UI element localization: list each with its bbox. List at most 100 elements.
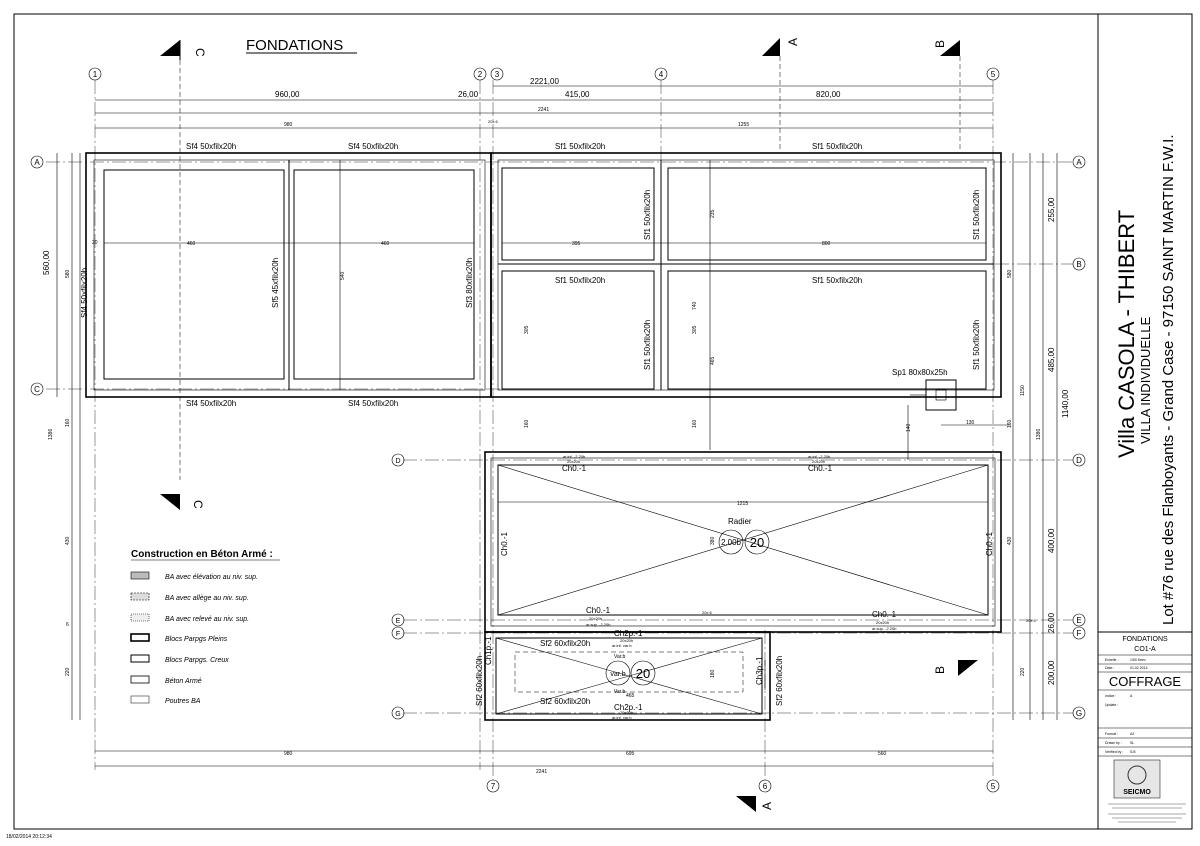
section-a-top-label: A [786, 38, 800, 46]
label-var-num: 20 [636, 666, 650, 681]
grid-col-5-bottom: 5 [991, 782, 996, 791]
label-sf4-bot-2: Sf4 50xfilx20h [348, 399, 398, 408]
format-label: Format : [1105, 732, 1118, 736]
label-ch3p: Ch3p.-1 [755, 656, 764, 685]
dim-right-e-f: 26,00 [1047, 612, 1056, 633]
dim-room-800: 800 [822, 241, 831, 247]
grid-col-4-top: 4 [659, 70, 664, 79]
label-ch0-bot-2: Ch0.-1 [872, 610, 897, 619]
dim-left-small-1: 580 [65, 269, 71, 278]
sheet-border [13, 13, 1193, 830]
grid-row-g-left: G [395, 711, 400, 718]
dim-right-small-1: 580 [1007, 269, 1013, 278]
label-ch0-top-1: Ch0.-1 [562, 464, 587, 473]
legend-item-blocs-pleins: Blocs Parpgs Pleins [130, 633, 228, 643]
company-logo-mark [1127, 765, 1147, 785]
label-sf2-right: Sf2 60xfilx20h [775, 656, 784, 706]
dim-right-small-5: 430 [1007, 536, 1013, 545]
dim-room-160b: 160 [692, 419, 698, 428]
section-c-top-arrow [160, 40, 180, 56]
legend-item-releve: BA avec relevé au niv. sup. [130, 613, 249, 623]
pit-slab [484, 631, 771, 721]
right-dimensions: 255,00 485,00 1140,00 400,00 26,00 200,0… [1007, 153, 1070, 720]
dim-room-305b: 305 [692, 325, 698, 334]
dim-room-235: 235 [710, 209, 716, 218]
footing-labels: Sf4 50xfilx20h Sf4 50xfilx20h Sf1 50xfil… [80, 142, 981, 408]
label-sp1: Sp1 80x80x25h [892, 368, 948, 377]
company-address-lines [1108, 803, 1186, 823]
grid-col-3-top: 3 [495, 70, 500, 79]
legend-item-elevation: BA avec élévation au niv. sup. [130, 571, 258, 581]
scale-label: Echelle : [1105, 658, 1118, 662]
svg-text:BA avec élévation au niv. sup.: BA avec élévation au niv. sup. [165, 574, 258, 581]
grid-row-a-left: A [34, 158, 40, 167]
label-arinf-var-2: ar.inf. var.b [612, 715, 632, 720]
legend-title: Construction en Béton Armé : [131, 549, 273, 560]
label-beam-small-2: 20x20h [812, 459, 825, 464]
dim-bottom-total: 2241 [536, 769, 547, 775]
dim-right-f-g: 200,00 [1047, 660, 1056, 685]
label-beam-small-6: 20x20h [620, 710, 633, 715]
dim-top-4: 820,00 [816, 90, 841, 99]
dim-right-small-4: 160 [1007, 419, 1013, 428]
verified-value: S.B [1130, 750, 1136, 754]
dim-right-b-d: 485,00 [1047, 347, 1056, 372]
section-a-bottom-label: A [760, 802, 774, 810]
verified-label: Verified by : [1105, 750, 1123, 754]
dim-top-2: 26,00 [458, 90, 479, 99]
label-sf4-top-1: Sf4 50xfilx20h [186, 142, 236, 151]
grid-axes [46, 80, 1073, 780]
left-dimensions: 560,00 580 1386 160 430 220 6 [42, 153, 81, 720]
dim-room-465: 465 [710, 356, 716, 365]
label-beam-small-3: 20x20h [589, 616, 602, 621]
title-block: Villa CASOLA - THIBERT VILLA INDIVIDUELL… [1098, 134, 1192, 823]
dim-w20: 20 [92, 240, 98, 246]
label-radier: Radier [728, 517, 752, 526]
sp1-pad [907, 379, 1010, 460]
grid-col-1-top: 1 [93, 70, 98, 79]
legend-item-blocs-creux: Blocs Parpgs. Creux [130, 654, 229, 664]
label-sf1-v1: Sf1 50xfilx20h [643, 190, 652, 240]
dim-room-395: 395 [572, 241, 581, 247]
grid-bubbles: 1 2 3 4 5 7 6 5 A C D E F G A B D E F G [30, 67, 1086, 793]
label-radier-thk: 2.00b [721, 538, 742, 547]
legend-item-allege: BA avec allège au niv. sup. [130, 592, 249, 602]
label-ch2p-top: Ch2p.-1 [614, 629, 643, 638]
dim-room-305a: 305 [524, 325, 530, 334]
sheet-code: CO1-A [1134, 646, 1156, 653]
dim-left-small-4: 430 [65, 536, 71, 545]
label-beam-small-4: 20x20h [876, 620, 889, 625]
label-ch0-top-2: Ch0.-1 [808, 464, 833, 473]
dim-overall-top: 2221,00 [530, 77, 559, 86]
dim-left-a-c: 560,00 [42, 250, 51, 275]
label-sf1-top-1: Sf1 50xfilx20h [555, 142, 605, 151]
section-c-top-label: C [193, 48, 207, 57]
bottom-dimensions: 980 695 560 2241 [95, 750, 993, 775]
svg-text:Béton Armé: Béton Armé [165, 678, 202, 685]
grid-row-e-left: E [396, 618, 401, 625]
scale-value: 1/50 5mm [1130, 658, 1146, 662]
label-sf2-left: Sf2 60xfilx20h [475, 656, 484, 706]
updates-label: Update : [1105, 703, 1118, 707]
label-sf1-mid-1: Sf1 50xfilx20h [555, 276, 605, 285]
dim-room-460b: 460 [381, 241, 390, 247]
section-b-top-arrow [940, 40, 960, 56]
dim-room-160a: 160 [524, 419, 530, 428]
project-address: Lot #76 rue des Flanboyants - Grand Case… [1160, 134, 1177, 625]
dim-right-small-6: 220 [1020, 667, 1026, 676]
section-b-top-label: B [933, 40, 947, 48]
label-sf4-left: Sf4 50xfilx20h [80, 268, 89, 318]
label-ch0-right: Ch0.-1 [985, 531, 994, 556]
project-name: Villa CASOLA - THIBERT [1114, 210, 1139, 458]
label-ch0-bot-1: Ch0.-1 [586, 606, 611, 615]
legend-item-beton-arme: Béton Armé [130, 675, 202, 685]
grid-col-5-top: 5 [991, 70, 996, 79]
grid-row-e-right: E [1076, 616, 1081, 625]
grid-row-a-right: A [1076, 158, 1082, 167]
dim-bottom-1: 980 [284, 751, 293, 757]
grid-row-f-left: F [396, 631, 400, 638]
svg-text:BA avec relevé au niv. sup.: BA avec relevé au niv. sup. [165, 616, 249, 623]
index-value: A [1130, 694, 1133, 698]
dim-room-140: 140 [906, 423, 912, 432]
